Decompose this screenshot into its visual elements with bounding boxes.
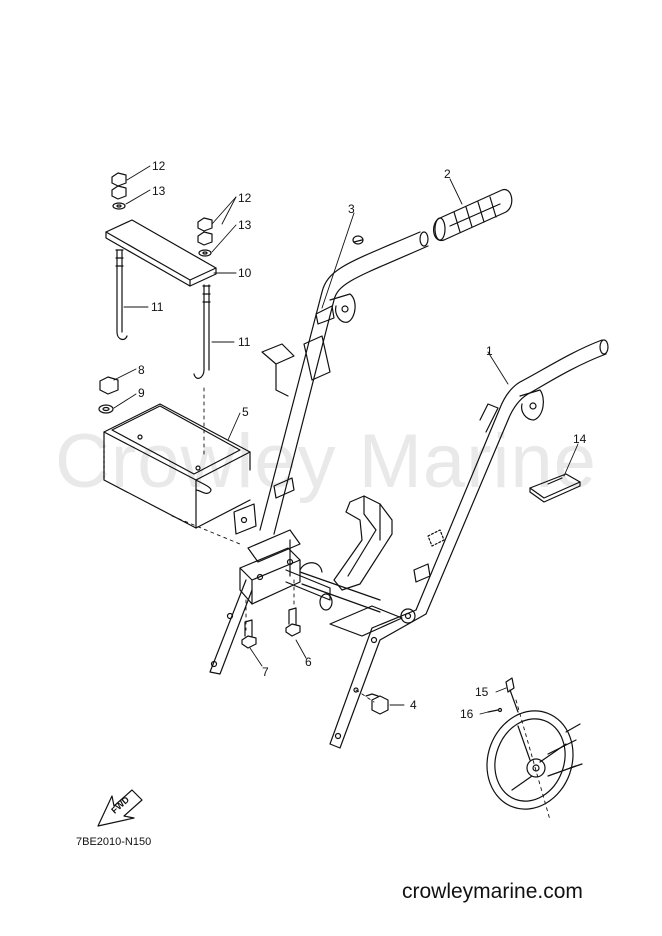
holder-bar [105, 219, 217, 287]
callout-5: 5 [242, 405, 249, 419]
callout-10: 10 [238, 266, 252, 280]
battery-tray [103, 403, 251, 529]
nuts-washers [98, 172, 213, 414]
left-handle-frame [233, 231, 429, 535]
callout-9: 9 [138, 386, 145, 400]
callout-13-left: 13 [152, 184, 166, 198]
callout-12-left: 12 [152, 159, 166, 173]
callout-14: 14 [573, 432, 587, 446]
plug [352, 235, 364, 245]
site-url: crowleymarine.com [402, 880, 583, 903]
callout-6: 6 [305, 655, 312, 669]
side-bracket [299, 495, 416, 637]
diagram-code: 7BE2010-N150 [76, 836, 152, 848]
callout-12-right: 12 [238, 191, 252, 205]
grip [433, 188, 513, 241]
callout-16: 16 [460, 707, 474, 721]
center-bracket [209, 529, 331, 675]
watermark-text: Crowley Marine [55, 419, 597, 504]
callout-7: 7 [262, 665, 269, 679]
leader-lines [113, 165, 579, 821]
hook-rods [115, 249, 211, 379]
callout-11-left: 11 [151, 300, 164, 314]
callout-1: 1 [486, 344, 493, 358]
bolts [241, 607, 389, 715]
wheel [486, 677, 583, 810]
fwd-arrow-icon [97, 789, 143, 827]
callout-15: 15 [475, 685, 489, 699]
callout-8: 8 [138, 363, 145, 377]
label-plate [529, 473, 581, 503]
callout-2: 2 [444, 167, 451, 181]
callout-4: 4 [410, 698, 417, 712]
right-handle [329, 339, 609, 749]
callout-13-right: 13 [238, 218, 252, 232]
callout-11-right: 11 [238, 335, 251, 349]
callout-3: 3 [348, 202, 355, 216]
